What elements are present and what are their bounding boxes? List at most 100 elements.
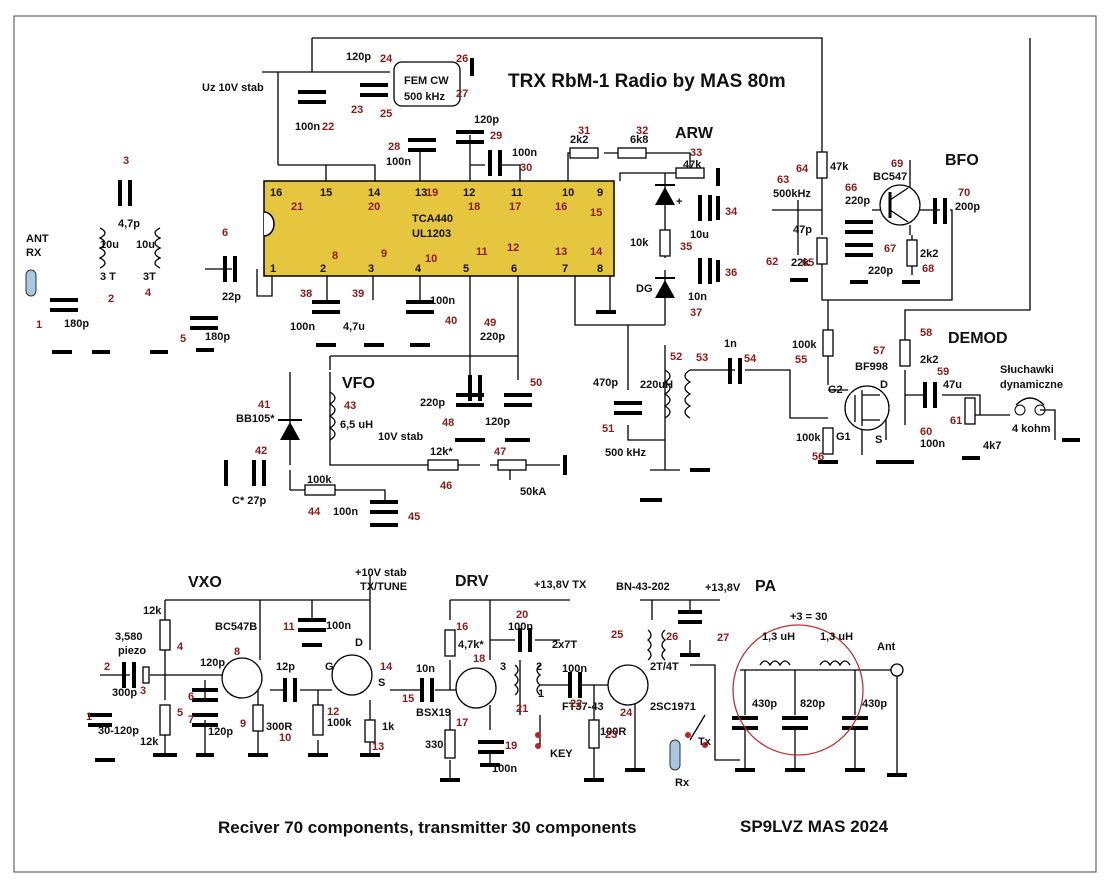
component-ref-number: 21 — [291, 201, 303, 213]
component-label: Tx — [698, 736, 712, 748]
component-label: 12k* — [430, 446, 453, 458]
component-label: 22k — [791, 257, 810, 269]
component-label: G — [325, 661, 334, 673]
component-ref-number: 19 — [505, 740, 517, 752]
component-label: 2SC1971 — [650, 701, 696, 713]
component-label: S — [875, 434, 882, 446]
component-ref-number: 12 — [327, 706, 339, 718]
component-ref-number: 49 — [484, 317, 496, 329]
component-ref-number: 25 — [611, 629, 623, 641]
component-ref-number: 34 — [725, 206, 738, 218]
component-ref-number: 10 — [425, 253, 437, 265]
component-ref-number: 19 — [426, 187, 438, 199]
component-ref-number: 10 — [279, 732, 291, 744]
tx-components — [88, 610, 907, 782]
component-ref-number: 21 — [516, 703, 528, 715]
component-label: BF998 — [855, 361, 888, 373]
component-label: S — [378, 677, 385, 689]
component-label: BN-43-202 — [616, 581, 670, 593]
component-label: 330 — [425, 739, 443, 751]
component-ref-number: 12 — [507, 242, 519, 254]
component-label: 4,7u — [343, 321, 365, 333]
component-label: 10k — [630, 237, 649, 249]
component-ref-number: 47 — [494, 446, 506, 458]
component-label: RX — [26, 247, 42, 259]
component-label: 4,7k* — [458, 639, 484, 651]
component-ref-number: 3 — [123, 155, 129, 167]
component-label: piezo — [118, 645, 146, 657]
component-label: 3T — [143, 271, 156, 283]
component-ref-number: 52 — [670, 351, 682, 363]
component-label: 12k — [140, 736, 159, 748]
component-label: 120p — [200, 657, 225, 669]
component-ref-number: 59 — [937, 366, 949, 378]
section-title: DEMOD — [948, 330, 1008, 347]
component-label: KEY — [550, 748, 573, 760]
ic-pin-bottom: 3 — [368, 263, 374, 275]
ic-pin-top: 9 — [597, 187, 603, 199]
ic-pin-bottom: 8 — [597, 263, 603, 275]
component-label: 100n — [386, 156, 411, 168]
component-label: 500 kHz — [605, 447, 646, 459]
ic-pin-top: 15 — [320, 187, 332, 199]
component-label: 2x7T — [552, 639, 577, 651]
component-label: 10u — [690, 229, 709, 241]
component-ref-number: 11 — [476, 246, 488, 258]
component-label: BC547 — [873, 171, 907, 183]
component-ref-number: 45 — [408, 511, 420, 523]
component-ref-number: 50 — [530, 377, 542, 389]
component-ref-number: 44 — [308, 506, 321, 518]
component-ref-number: 38 — [300, 288, 312, 300]
component-label: 2k2 — [920, 248, 938, 260]
component-label: 2T/4T — [650, 661, 679, 673]
section-title: VXO — [188, 574, 222, 591]
component-label: G1 — [836, 431, 851, 443]
component-label: D — [880, 379, 888, 391]
component-ref-number: 17 — [456, 717, 468, 729]
ic-alt-name: UL1203 — [412, 228, 451, 240]
ic-pin-top: 10 — [562, 187, 574, 199]
component-label: 2k2 — [570, 134, 588, 146]
component-ref-number: 20 — [368, 201, 380, 213]
component-ref-number: 25 — [380, 108, 392, 120]
component-ref-number: 70 — [958, 187, 970, 199]
component-label: C* 27p — [232, 495, 267, 507]
component-ref-number: 4 — [145, 287, 152, 299]
section-title: DRV — [455, 573, 489, 590]
component-label: +13,8V — [705, 582, 741, 594]
frame — [13, 15, 1097, 873]
component-count-note: Reciver 70 components, transmitter 30 co… — [218, 818, 637, 837]
component-ref-number: 15 — [590, 207, 602, 219]
component-label: +3 = 30 — [790, 611, 827, 623]
component-ref-number: 39 — [352, 288, 364, 300]
component-ref-number: 18 — [468, 201, 480, 213]
component-label: 430p — [862, 698, 887, 710]
component-ref-number: 62 — [766, 256, 778, 268]
component-label: 4 kohm — [1012, 423, 1051, 435]
component-label: 120p — [474, 114, 499, 126]
component-ref-number: 4 — [177, 641, 184, 653]
component-ref-number: 5 — [180, 333, 186, 345]
ic-pin-top: 12 — [463, 187, 475, 199]
component-label: BB105* — [236, 413, 275, 425]
component-label: 1n — [724, 338, 737, 350]
component-label: 220uH — [640, 379, 673, 391]
component-label: 120p — [208, 726, 233, 738]
component-label: 4,7p — [118, 218, 140, 230]
component-label: 100k — [307, 474, 332, 486]
component-ref-number: 51 — [602, 423, 614, 435]
component-label: 3 — [500, 661, 506, 673]
section-title: BFO — [945, 152, 979, 169]
component-ref-number: 9 — [381, 248, 387, 260]
component-ref-number: 65 — [802, 257, 814, 269]
component-label: 100R — [600, 726, 626, 738]
component-ref-number: 56 — [812, 451, 824, 463]
component-ref-number: 15 — [402, 693, 414, 705]
component-label: 10u — [100, 239, 119, 251]
component-ref-number: 2 — [104, 661, 110, 673]
component-label: 100n — [508, 621, 533, 633]
component-label: 220p — [845, 195, 870, 207]
component-ref-number: 13 — [555, 246, 567, 258]
